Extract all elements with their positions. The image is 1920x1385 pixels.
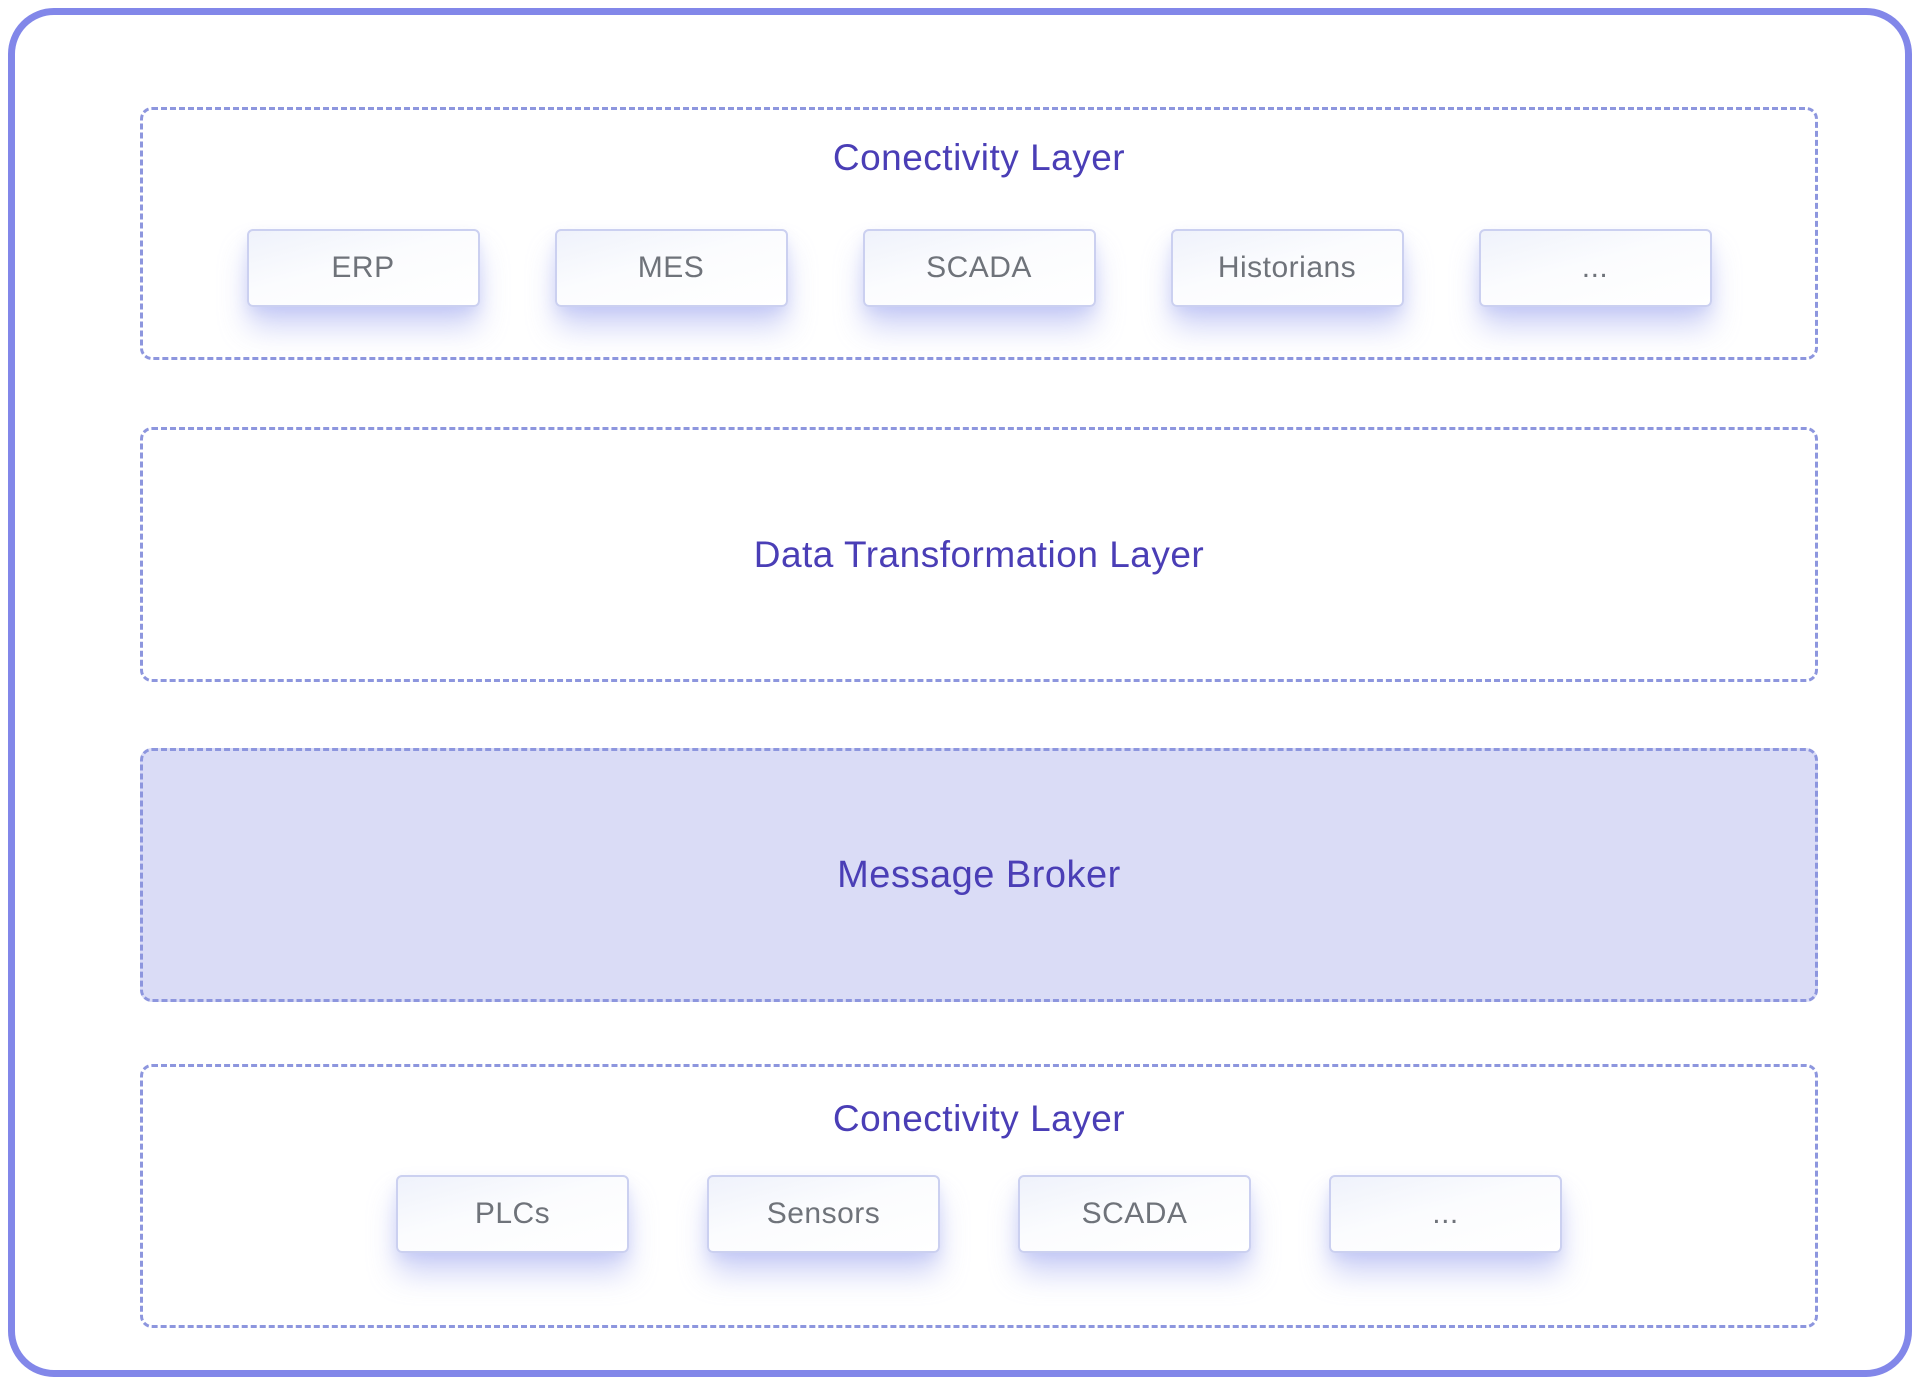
node-ellipsis-top: ... <box>1478 229 1712 307</box>
node-mes: MES <box>554 229 788 307</box>
section-connectivity-top: Conectivity Layer ERP MES SCADA Historia… <box>140 107 1818 360</box>
node-scada-top: SCADA <box>862 229 1096 307</box>
section-data-transformation: Data Transformation Layer <box>140 427 1818 682</box>
section-message-broker: Message Broker <box>140 748 1818 1002</box>
data-transformation-title: Data Transformation Layer <box>753 533 1205 575</box>
node-sensors: Sensors <box>707 1175 940 1253</box>
node-scada-bottom: SCADA <box>1018 1175 1251 1253</box>
outer-frame: Conectivity Layer ERP MES SCADA Historia… <box>8 8 1912 1377</box>
message-broker-title: Message Broker <box>837 853 1121 896</box>
node-erp: ERP <box>246 229 480 307</box>
node-ellipsis-bottom: ... <box>1329 1175 1562 1253</box>
node-plcs: PLCs <box>396 1175 629 1253</box>
connectivity-bottom-node-row: PLCs Sensors SCADA ... <box>143 1175 1815 1253</box>
connectivity-top-title: Conectivity Layer <box>832 137 1126 178</box>
connectivity-bottom-title: Conectivity Layer <box>832 1098 1126 1139</box>
connectivity-top-node-row: ERP MES SCADA Historians ... <box>143 229 1815 307</box>
node-historians: Historians <box>1170 229 1404 307</box>
section-connectivity-bottom: Conectivity Layer PLCs Sensors SCADA ... <box>140 1064 1818 1328</box>
